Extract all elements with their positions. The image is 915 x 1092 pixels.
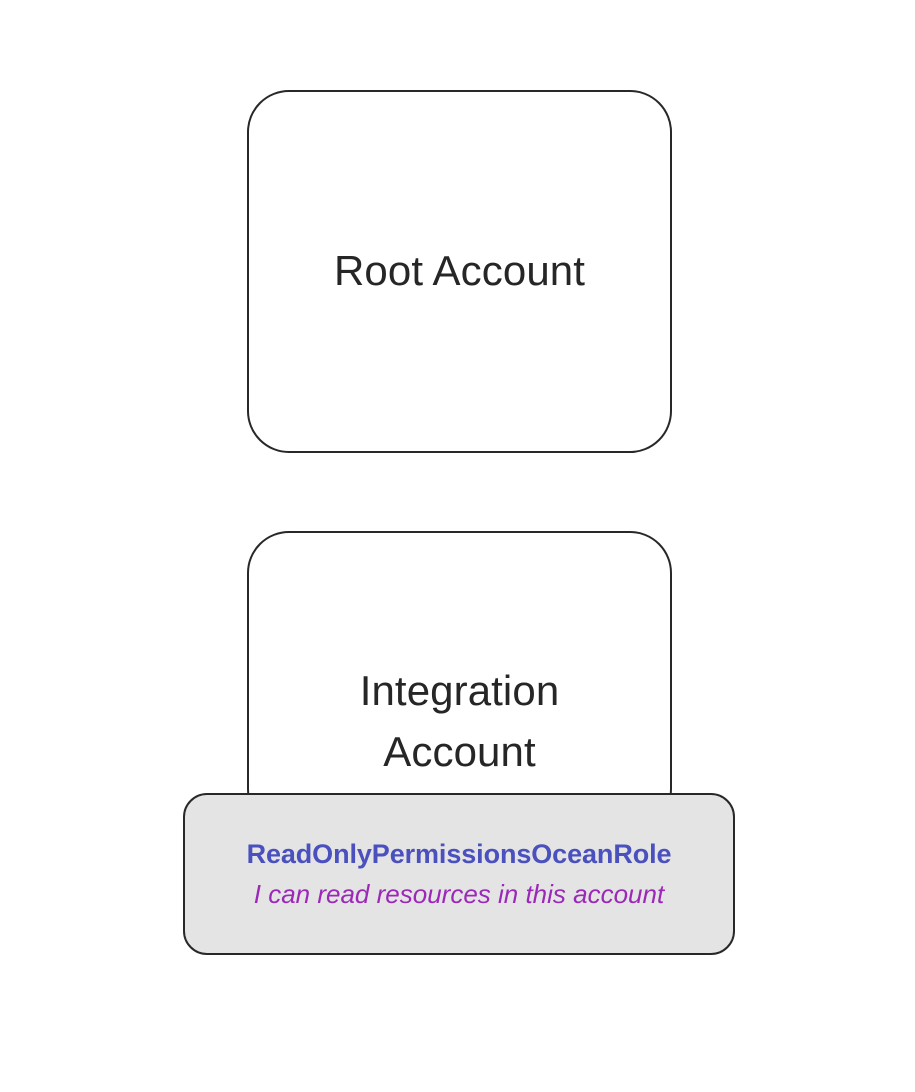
integration-account-label: Integration Account <box>359 667 560 775</box>
role-title: ReadOnlyPermissionsOceanRole <box>246 838 672 869</box>
readonly-permissions-ocean-role-card[interactable]: ReadOnlyPermissionsOceanRole I can read … <box>183 793 735 955</box>
integration-account-box[interactable]: Integration Account <box>247 531 672 831</box>
root-account-label: Root Account <box>333 247 586 295</box>
root-account-box[interactable]: Root Account <box>247 90 672 453</box>
role-subtitle: I can read resources in this account <box>253 878 665 909</box>
